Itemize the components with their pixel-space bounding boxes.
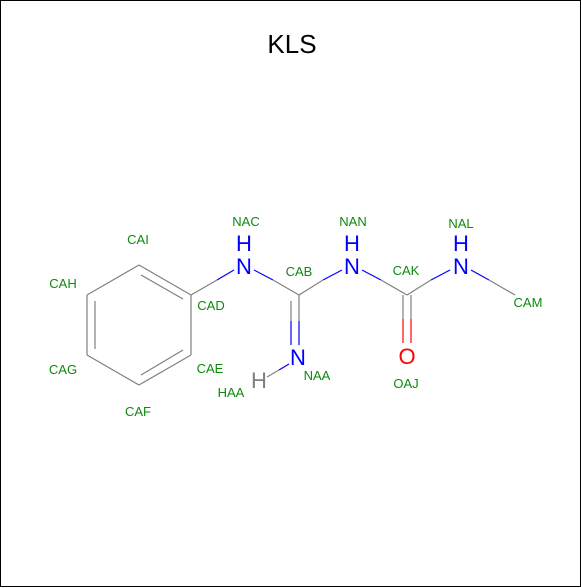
bond-NAA-HAA-blue <box>278 363 290 371</box>
label-NAL: NAL <box>448 216 473 231</box>
atom-NAC-symbol: N <box>236 254 252 279</box>
bond-CAF-CAG <box>86 354 140 386</box>
bond-CAB-NAN-gray <box>298 279 324 296</box>
bond-NAL-CAM-blue <box>470 269 490 281</box>
label-CAH: CAH <box>49 276 76 291</box>
atom-NAC-hydrogen: H <box>236 231 252 256</box>
bond-group <box>86 264 516 386</box>
label-CAG: CAG <box>49 362 77 377</box>
atom-NAL-hydrogen: H <box>453 231 469 256</box>
bond-CAD-NAC-blue <box>216 269 235 281</box>
bond-NAN-CAK-blue <box>361 269 382 281</box>
label-CAB: CAB <box>286 264 313 279</box>
label-NAC: NAC <box>232 214 259 229</box>
label-OAJ: OAJ <box>393 376 418 391</box>
bond-CAB-NAN-blue <box>322 269 343 281</box>
diagram-title: KLS <box>267 29 316 59</box>
label-CAD: CAD <box>197 298 224 313</box>
atom-NAL-symbol: N <box>453 254 469 279</box>
label-NAN: NAN <box>339 214 366 229</box>
atom-HAA-symbol: H <box>251 368 267 393</box>
bond-CAK-NAL-blue <box>430 269 451 281</box>
label-NAA: NAA <box>304 368 331 383</box>
atom-labels: NAC NAN NAL CAI CAB CAK CAH CAD CAM CAG … <box>49 214 543 419</box>
label-CAE: CAE <box>197 361 224 376</box>
label-CAI: CAI <box>127 232 149 247</box>
bond-CAH-CAI <box>86 264 140 296</box>
atom-OAJ-symbol: O <box>398 344 415 369</box>
label-CAK: CAK <box>393 263 420 278</box>
bond-CAI-CAD <box>138 264 192 296</box>
bond-inner-CAE-CAF <box>140 349 184 376</box>
bond-NAA-HAA-gray <box>266 369 280 378</box>
bond-NAC-CAB-gray <box>272 279 300 296</box>
bond-CAK-NAL-gray <box>406 279 432 296</box>
bond-CAD-NAC-gray <box>190 279 218 296</box>
label-HAA: HAA <box>218 385 245 400</box>
element-symbols: N H N H N H N H O <box>236 231 469 393</box>
atom-NAN-symbol: N <box>344 254 360 279</box>
bond-NAL-CAM-gray <box>488 279 516 296</box>
atom-NAA-symbol: N <box>290 345 306 370</box>
bond-inner-CAI-CAD <box>140 274 184 300</box>
atom-NAN-hydrogen: H <box>344 231 360 256</box>
bond-NAC-CAB-blue <box>253 269 274 281</box>
label-CAM: CAM <box>514 295 543 310</box>
bond-NAN-CAK-gray <box>380 279 408 296</box>
label-CAF: CAF <box>125 404 151 419</box>
bond-CAE-CAF <box>138 354 192 386</box>
